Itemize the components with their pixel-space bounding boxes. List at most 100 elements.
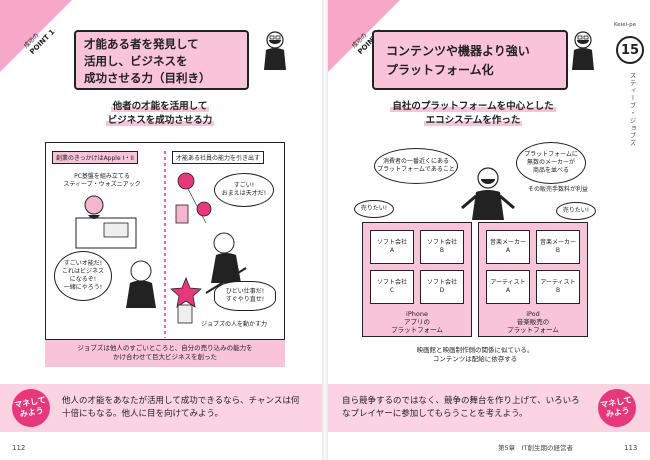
bubble-text: 売りたい! (562, 207, 590, 214)
bubble-line: 一緒にやろう! (63, 284, 103, 291)
platform-caption: 映画館と映画制作側の関係に似ている。 コンテンツは配給に依存する (370, 346, 580, 364)
subhead-line: 他者の才能を活用して (110, 101, 210, 112)
illustration-art (75, 151, 247, 338)
bubble-line: 消費者の一番近くにある (382, 158, 449, 165)
jobs-avatar-icon (264, 31, 286, 70)
block-line: ソフト会社 (426, 239, 457, 246)
left-page: 成功の POINT 1 才能ある者を発見して 活用し、ビジネスを 成功させる力（… (0, 0, 322, 460)
block-line: A (505, 287, 511, 294)
speech-bubble-scold: ひどい仕事だ! すぐやり直せ! (214, 281, 276, 311)
speech-bubble-praise: すごい! おまえは天才だ! (214, 173, 274, 207)
block-line: B (439, 247, 445, 254)
jobs-avatar-icon (572, 31, 594, 70)
block-line: ソフト会社 (376, 239, 407, 246)
panel-label-text: 才能ある社員の能力を引き出す (176, 155, 261, 162)
illustration-panel: 消費者の一番近くにある プラットフォームであること プラットフォームに 無数のメ… (350, 142, 600, 367)
bottom-text-line: 自ら競争するのではなく、競争の舞台を作り上げて、いろいろ (342, 396, 580, 406)
title-line: 活用し、ビジネスを (84, 54, 188, 68)
bottom-text-line: 他人の才能をあなたが活用して成功できるなら、チャンスは何 (62, 396, 300, 406)
speech-bubble-want-sell-left: 売りたい! (354, 200, 394, 218)
page-number: 113 (624, 444, 638, 452)
section-number: 15 (616, 36, 644, 64)
ipod-platform-label: iPod 音楽販売の プラットフォーム (478, 310, 588, 334)
bottom-text: 自ら競争するのではなく、競争の舞台を作り上げて、いろいろ なプレイヤーに参加して… (342, 395, 592, 421)
page-number: 112 (12, 444, 26, 452)
bubble-line: すぐやり直せ! (225, 296, 265, 303)
people-power-note: ジョブズの人を動かす力 (186, 321, 282, 329)
pillar-line: プラットフォーム (507, 326, 559, 334)
block-line: ソフト会社 (376, 279, 407, 286)
page-title: 才能ある者を発見して 活用し、ビジネスを 成功させる力（目利き） (74, 30, 249, 90)
bubble-line: になるぞ! (69, 276, 97, 283)
fee-note: その販売手数料が利益 (518, 186, 598, 194)
note-text: その販売手数料が利益 (527, 186, 588, 193)
block-line: B (555, 247, 561, 254)
pillar-line: 音楽販売の (516, 318, 550, 326)
bubble-line: プラットフォームに (524, 151, 578, 158)
caption-bar: ジョブズは他人のすごいところと、自分の売り込みの能力を かけ合わせて巨大ビジネス… (45, 339, 285, 367)
speech-bubble-want-sell-right: 売りたい! (556, 202, 596, 220)
panel-label-apple: 創業のきっかけはApple I・II (52, 151, 138, 164)
caption-line: 映画館と映画制作側の関係に似ている。 (416, 346, 534, 354)
block-line: A (505, 247, 511, 254)
bubble-line: プラットフォームであること (377, 166, 455, 173)
pillar-line: iPod (526, 310, 540, 318)
note-line: スティーブ・ウォズニアック (63, 181, 141, 188)
bubble-line: 商品を並べる (532, 167, 569, 174)
bottom-text-line: 十倍にもなる。他人に目を向けてみよう。 (62, 409, 223, 419)
panel-label-talent: 才能ある社員の能力を引き出す (172, 151, 265, 164)
corner-decoration (0, 0, 72, 72)
note-line: PC基盤を組み立てる (74, 173, 130, 180)
block-line: 音楽メーカー (539, 239, 576, 246)
bubble-line: これはビジネス (61, 268, 104, 275)
speech-bubble-genius: すごいオ能だ! これはビジネス になるぞ! 一緒にやろう! (54, 251, 112, 301)
bubble-line: すごいオ能だ! (63, 260, 103, 267)
subhead-line: ビジネスを成功させる力 (105, 115, 215, 126)
block-line: C (389, 287, 395, 294)
block-line: D (439, 287, 445, 294)
block-line: 音楽メーカー (489, 239, 526, 246)
bottom-band (328, 384, 650, 432)
pillar-line: プラットフォーム (391, 326, 443, 334)
title-line: コンテンツや機器より強い (386, 44, 530, 58)
right-page: 成功の POINT 2 コンテンツや機器より強い プラットフォーム化 Keiei… (328, 0, 650, 460)
block-line: ソフト会社 (426, 279, 457, 286)
bubble-line: 無数のメーカーが (526, 159, 575, 166)
jobs-figure-icon (461, 167, 515, 220)
person-name-vertical: スティーブ・ジョブズ (628, 72, 636, 147)
bubble-text: 売りたい! (360, 205, 388, 212)
caption-line: かけ合わせて巨大ビジネスを創った (113, 353, 217, 361)
wozniak-note: PC基盤を組み立てる スティーブ・ウォズニアック (54, 173, 150, 189)
iphone-platform-label: iPhone アプリの プラットフォーム (362, 310, 472, 334)
block-line: アーティスト (490, 279, 526, 286)
bottom-text-line: なプレイヤーに参加してもらうことを考えよう。 (342, 409, 528, 419)
subhead: 自社のプラットフォームを中心とした エコシステムを作った (368, 100, 578, 128)
pillar-line: アプリの (404, 318, 430, 326)
block-line: アーティスト (540, 279, 576, 286)
bottom-band (0, 384, 322, 432)
bubble-line: ひどい仕事だ! (225, 288, 265, 295)
subhead-line: エコシステムを作った (423, 115, 523, 126)
block-line: A (389, 247, 395, 254)
note-text: ジョブズの人を動かす力 (200, 321, 267, 328)
chapter-footer: 第5章 IT創生期の経営者 (498, 444, 574, 452)
caption-line: コンテンツは配給に依存する (432, 355, 518, 363)
pillar-line: iPhone (406, 310, 428, 318)
caption-line: ジョブズは他人のすごいところと、自分の売り込みの能力を (77, 344, 253, 352)
speech-bubble-consumer: 消費者の一番近くにある プラットフォームであること (374, 148, 458, 184)
title-line: プラットフォーム化 (386, 63, 494, 77)
bubble-line: すごい! (233, 182, 255, 189)
title-line: 成功させる力（目利き） (84, 71, 211, 85)
illustration-panel: 創業のきっかけはApple I・II 才能ある社員の能力を引き出す PC基盤を組… (45, 142, 285, 367)
title-line: 才能ある者を発見して (84, 37, 199, 51)
subhead: 他者の才能を活用して ビジネスを成功させる力 (60, 100, 260, 128)
series-label: Keiei-pe (613, 22, 636, 28)
bubble-line: おまえは天才だ! (221, 190, 267, 197)
